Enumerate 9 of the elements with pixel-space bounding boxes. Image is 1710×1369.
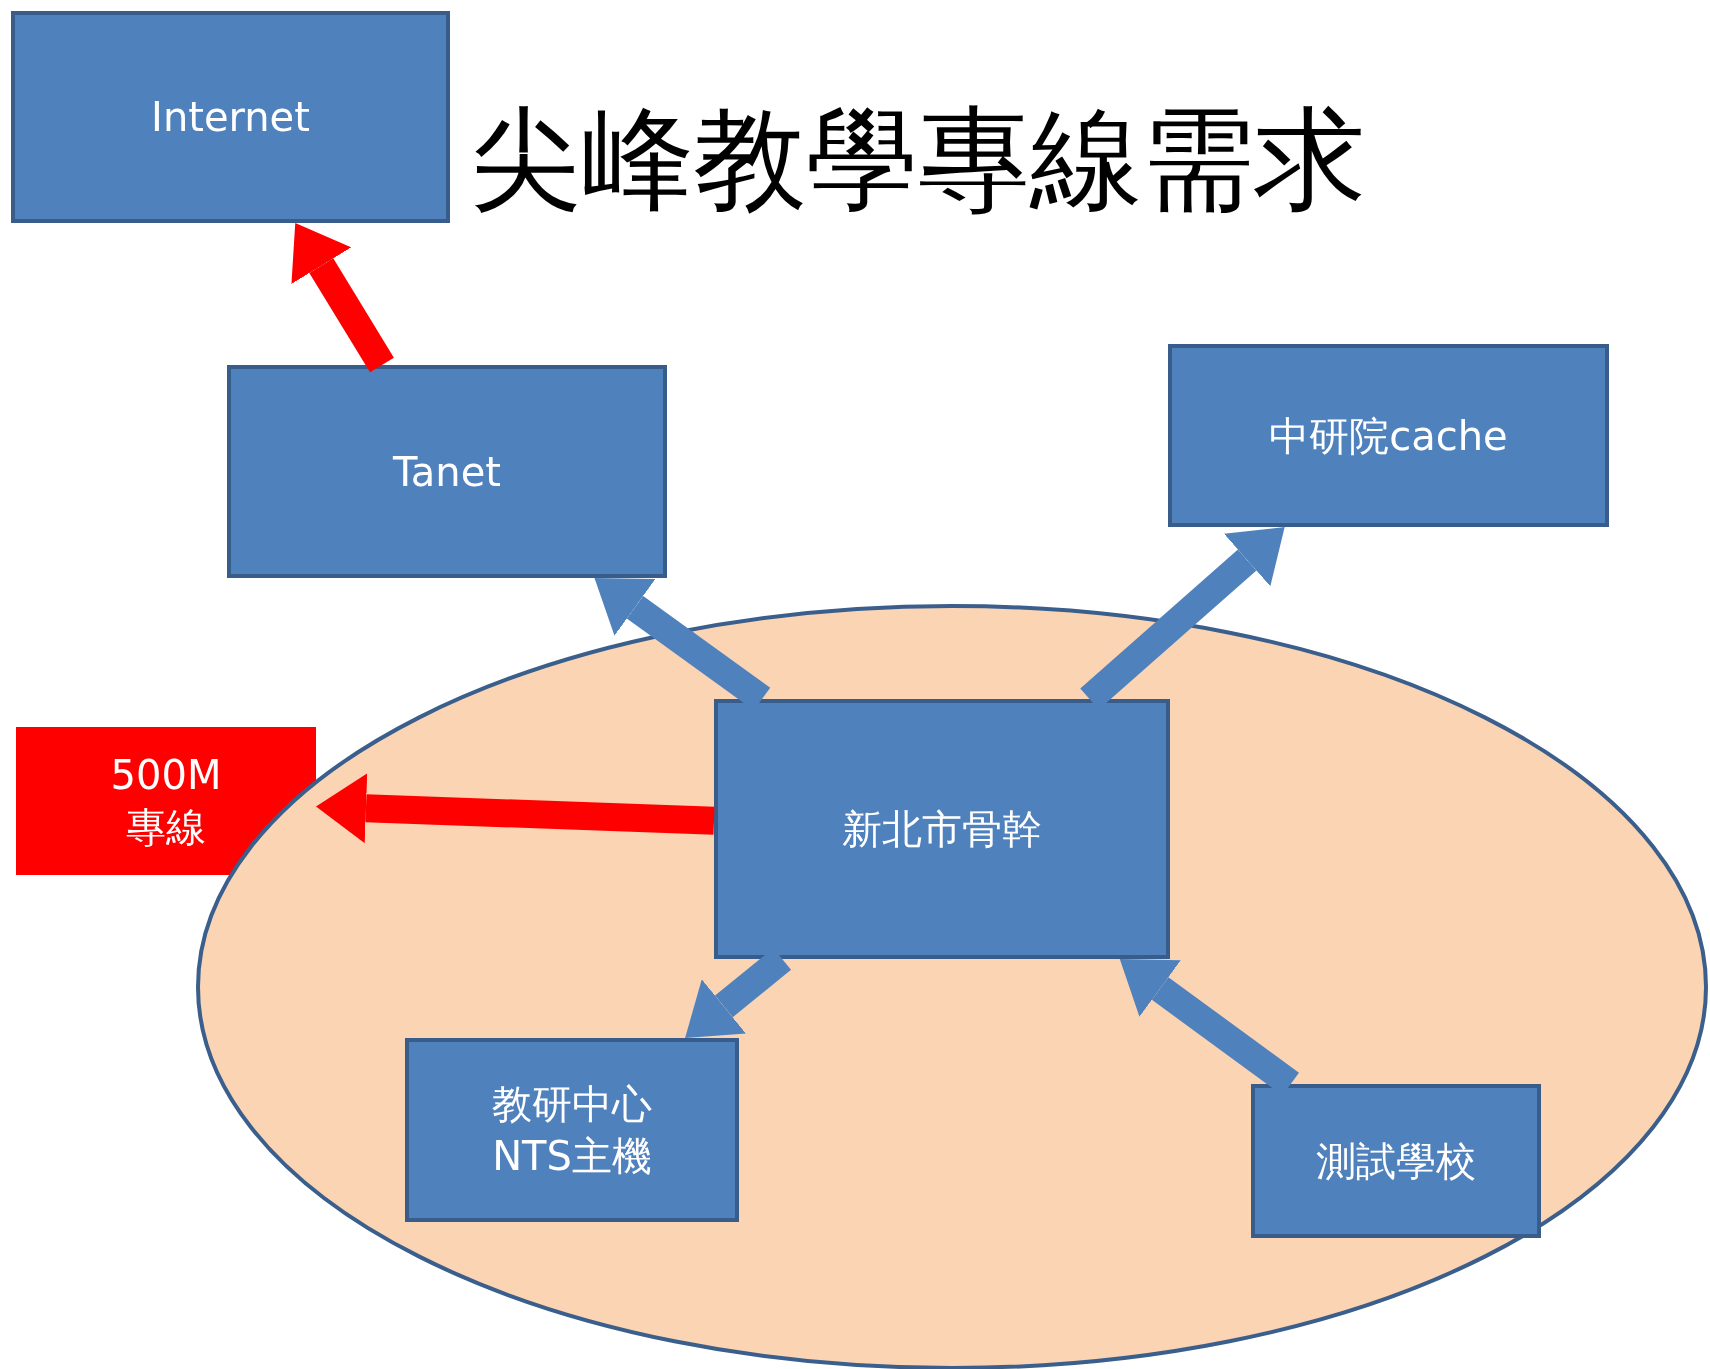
process-box: 500M 專線 — [16, 727, 316, 875]
block-arrow — [291, 223, 394, 373]
title: 尖峰教學專線需求 — [470, 93, 1366, 226]
process-box: 教研中心 NTS主機 — [405, 1038, 739, 1222]
process-box: 新北市骨幹 — [714, 699, 1170, 959]
process-box: 中研院cache — [1168, 344, 1609, 527]
block-arrow — [316, 773, 715, 844]
process-box: Internet — [11, 11, 450, 223]
process-box: Tanet — [227, 365, 667, 578]
